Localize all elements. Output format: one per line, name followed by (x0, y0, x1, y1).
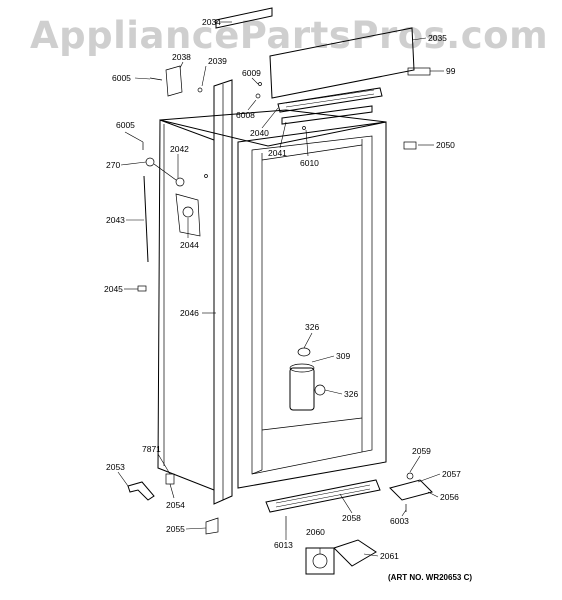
toe-grille-2058 (265, 479, 381, 513)
callout-7871: 7871 (142, 444, 161, 454)
part-270 (145, 157, 155, 167)
watermark: AppliancePartsPros.com (30, 14, 549, 57)
case-side-panel (157, 119, 215, 491)
part-326-lower (314, 384, 326, 396)
callout-2043: 2043 (106, 215, 125, 225)
callout-2041: 2041 (268, 148, 287, 158)
hinge-parts (137, 142, 208, 292)
bracket-2056 (389, 479, 433, 501)
badge-99 (407, 67, 431, 76)
callout-2055: 2055 (166, 524, 185, 534)
callout-6003: 6003 (390, 516, 409, 526)
callout-2046: 2046 (180, 308, 199, 318)
callout-2045: 2045 (104, 284, 123, 294)
callout-6009: 6009 (242, 68, 261, 78)
vertical-trim-strip (213, 79, 233, 505)
callout-2053: 2053 (106, 462, 125, 472)
callout-2035: 2035 (428, 33, 447, 43)
callout-2039: 2039 (208, 56, 227, 66)
callout-326-upper: 326 (305, 322, 319, 332)
case-top-panel (159, 109, 387, 147)
part-326-upper (297, 347, 311, 357)
perforated-bar-2040 (277, 87, 383, 113)
bottom-parts (127, 141, 433, 575)
callout-2038: 2038 (172, 52, 191, 62)
art-number: (ART NO. WR20653 C) (388, 573, 472, 582)
callout-2034: 2034 (202, 17, 221, 27)
callout-6013: 6013 (274, 540, 293, 550)
cabinet-case (157, 109, 387, 491)
callout-2050: 2050 (436, 140, 455, 150)
shroud-2061 (333, 539, 377, 567)
tube-2043 (143, 175, 149, 263)
clip-2050 (403, 141, 417, 150)
callout-309: 309 (336, 351, 350, 361)
hinge-bracket-2044 (175, 193, 201, 237)
tool-2053 (127, 481, 155, 501)
callout-6008: 6008 (236, 110, 255, 120)
part-2054 (165, 473, 175, 485)
interior-parts (289, 347, 326, 411)
callout-6005-top: 6005 (112, 73, 131, 83)
callout-2056: 2056 (440, 492, 459, 502)
callout-6010: 6010 (300, 158, 319, 168)
trim-strip-2046 (213, 79, 233, 505)
part-2045 (137, 285, 147, 292)
callout-labels: 2034 2035 99 6005 2038 2039 6009 6008 20… (104, 17, 472, 582)
part-309 (289, 367, 315, 411)
top-strip-2034 (215, 7, 273, 29)
callout-2060: 2060 (306, 527, 325, 537)
leader-lines (117, 21, 444, 557)
callout-2057: 2057 (442, 469, 461, 479)
callout-6005-side: 6005 (116, 120, 135, 130)
callout-2061: 2061 (380, 551, 399, 561)
screw-2059 (406, 472, 414, 480)
callout-99: 99 (446, 66, 456, 76)
callout-2040: 2040 (250, 128, 269, 138)
callout-2042: 2042 (170, 144, 189, 154)
grille-panel-2035 (269, 27, 415, 99)
callout-2044: 2044 (180, 240, 199, 250)
callout-2054: 2054 (166, 500, 185, 510)
callout-326-lower: 326 (344, 389, 358, 399)
callout-2058: 2058 (342, 513, 361, 523)
bracket-2055 (205, 517, 219, 535)
callout-2059: 2059 (412, 446, 431, 456)
bracket-2038 (165, 65, 183, 97)
callout-270: 270 (106, 160, 120, 170)
top-trim-parts (149, 7, 431, 130)
case-front-frame (237, 121, 387, 489)
rail-2041 (281, 105, 373, 125)
case-inner-opening (251, 135, 373, 475)
